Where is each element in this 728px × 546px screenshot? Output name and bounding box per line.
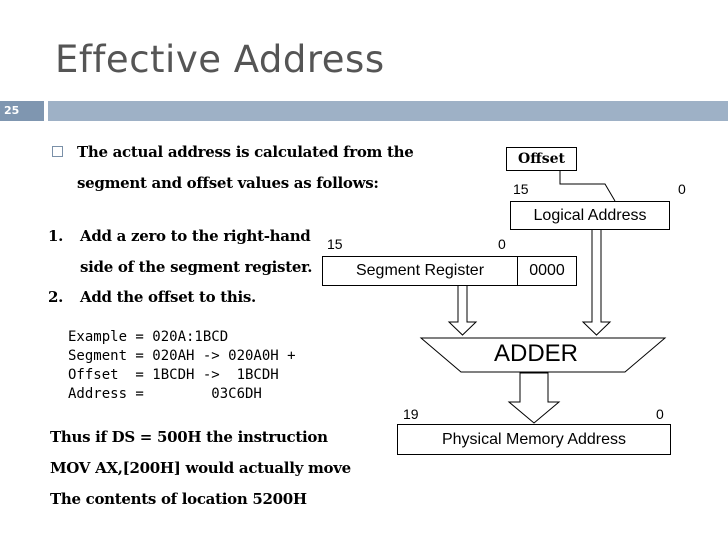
step-1-line-1: Add a zero to the right-hand — [80, 227, 311, 245]
offset-high-bit: 15 — [513, 181, 529, 197]
offset-arrow — [581, 228, 612, 336]
step-2-line-1: Add the offset to this. — [80, 288, 256, 306]
segment-arrow — [447, 284, 478, 336]
page-number: 25 — [0, 101, 44, 121]
offset-box: Offset — [506, 147, 577, 171]
bullet-square-icon — [52, 146, 63, 157]
result-arrow — [507, 372, 561, 424]
step-1-number: 1. — [48, 227, 64, 245]
example-line-3: Offset = 1BCDH -> 1BCDH — [68, 367, 279, 383]
slide-title: Effective Address — [55, 38, 385, 81]
bullet-line-1: The actual address is calculated from th… — [77, 143, 414, 161]
conclusion-line-1: Thus if DS = 500H the instruction — [50, 428, 328, 446]
conclusion-line-2: MOV AX,[200H] would actually move — [50, 459, 351, 477]
physical-high-bit: 19 — [403, 406, 419, 422]
example-line-1: Example = 020A:1BCD — [68, 329, 229, 345]
adder-label: ADDER — [494, 340, 579, 367]
example-line-2: Segment = 020AH -> 020A0H + — [68, 348, 296, 364]
step-2-number: 2. — [48, 288, 64, 306]
physical-low-bit: 0 — [656, 406, 664, 422]
logical-address-box: Logical Address — [510, 201, 670, 230]
segment-zero-box: 0000 — [517, 256, 577, 286]
offset-low-bit: 0 — [678, 181, 686, 197]
step-1-line-2: side of the segment register. — [80, 258, 313, 276]
segment-high-bit: 15 — [327, 236, 343, 252]
adder-shape — [419, 337, 667, 373]
segment-register-box: Segment Register — [322, 256, 518, 286]
header-rule — [48, 101, 728, 121]
example-line-4: Address = 03C6DH — [68, 386, 262, 402]
physical-address-box: Physical Memory Address — [397, 424, 671, 455]
bullet-line-2: segment and offset values as follows: — [77, 174, 379, 192]
segment-low-bit: 0 — [498, 236, 506, 252]
conclusion-line-3: The contents of location 5200H — [50, 490, 307, 508]
offset-connector — [559, 169, 616, 202]
